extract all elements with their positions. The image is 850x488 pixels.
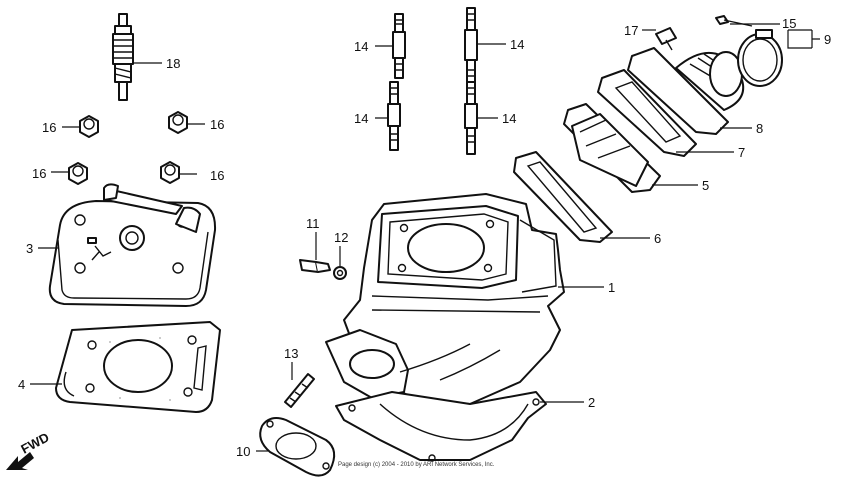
reed-valve (563, 103, 661, 193)
reed-plate (597, 69, 697, 157)
callout-14: 14 (502, 111, 516, 126)
callout-5: 5 (702, 178, 709, 193)
clamp-and-screws (655, 15, 783, 87)
callout-18: 18 (166, 56, 180, 71)
cap-nuts (68, 111, 188, 185)
callout-14: 14 (510, 37, 524, 52)
intake-manifold (627, 47, 745, 135)
callout-10: 10 (236, 444, 250, 459)
reed-valve-gasket (513, 151, 613, 243)
callout-7: 7 (738, 145, 745, 160)
callout-14: 14 (354, 39, 368, 54)
spark-plug (112, 13, 134, 101)
callout-11: 11 (306, 216, 320, 231)
callout-16: 16 (32, 166, 46, 181)
callout-17: 17 (624, 23, 638, 38)
callout-16: 16 (42, 120, 56, 135)
callout-3: 3 (26, 241, 33, 256)
callout-13: 13 (284, 346, 298, 361)
small-fasteners (284, 259, 347, 408)
callout-9: 9 (824, 32, 831, 47)
leader-lines (30, 23, 820, 452)
callout-6: 6 (654, 231, 661, 246)
callout-16: 16 (210, 168, 224, 183)
cylinder (325, 193, 565, 405)
head-gasket (55, 321, 221, 413)
fwd-arrow-icon: FWD (6, 430, 52, 470)
callout-labels: 18 16 16 16 16 3 4 14 14 14 14 17 15 9 8… (18, 16, 831, 459)
callout-12: 12 (334, 230, 348, 245)
callout-14: 14 (354, 111, 368, 126)
callout-1: 1 (608, 280, 615, 295)
copyright-text: Page design (c) 2004 - 2010 by ARI Netwo… (338, 462, 495, 468)
callout-4: 4 (18, 377, 25, 392)
callout-16: 16 (210, 117, 224, 132)
cylinder-head (48, 183, 217, 307)
base-gasket (335, 391, 547, 462)
callout-8: 8 (756, 121, 763, 136)
stud-bolts (387, 7, 478, 155)
exhaust-gasket (259, 417, 336, 477)
fwd-label: FWD (18, 430, 51, 457)
callout-15: 15 (782, 16, 796, 31)
callout-2: 2 (588, 395, 595, 410)
